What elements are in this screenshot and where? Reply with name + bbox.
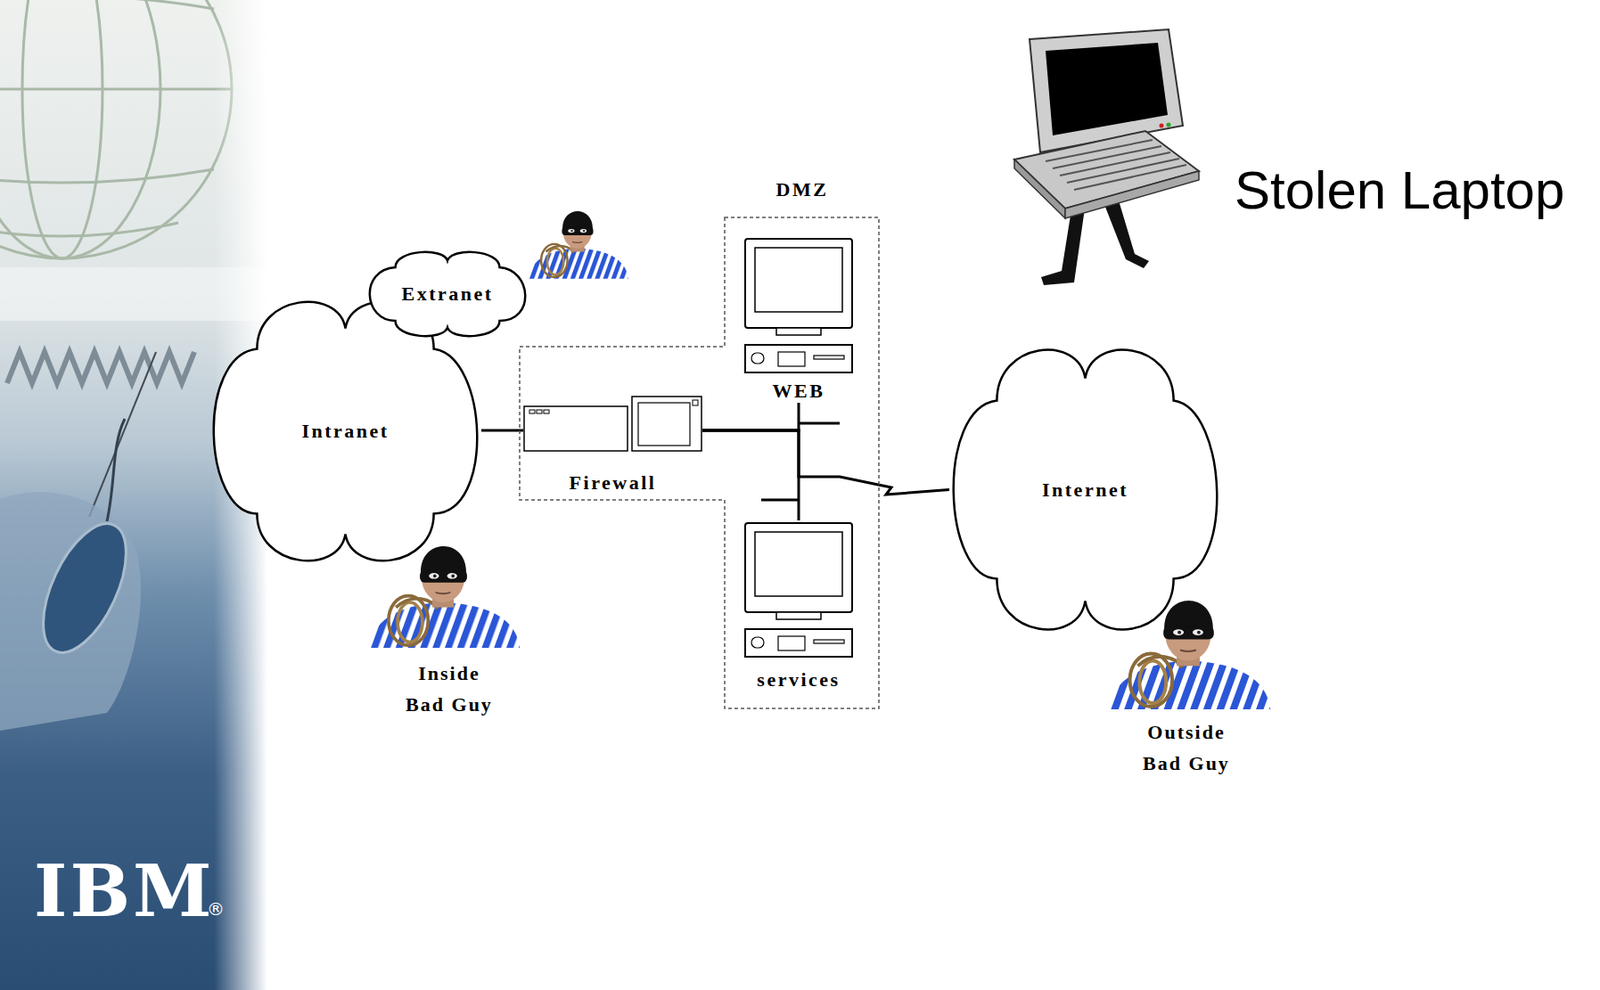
cpu-case: [745, 344, 853, 373]
network-link: [702, 430, 950, 495]
monitor-frame: [745, 523, 853, 613]
dmz-region: DMZ Firewall WEB services: [518, 174, 880, 710]
stolen-laptop-figure: [1103, 200, 1149, 269]
cpu-button: [751, 352, 764, 364]
monitor-stand: [776, 328, 821, 336]
stolen-laptop-figure: [1166, 123, 1172, 128]
firewall-led: [692, 400, 698, 406]
server-computer: services: [742, 520, 855, 692]
cpu-slot: [813, 355, 845, 360]
computer-icon: [742, 236, 855, 376]
threat-label: Outside Bad Guy: [1137, 716, 1236, 780]
device-label: services: [742, 668, 855, 692]
monitor-frame: [745, 238, 853, 329]
band-ground: [0, 0, 268, 990]
device-label: Firewall: [523, 471, 703, 495]
stolen-laptop-figure: [1029, 29, 1183, 153]
stolen-laptop-figure: [1045, 42, 1168, 136]
firewall-led: [529, 410, 535, 414]
device-label: WEB: [742, 379, 855, 403]
cpu-drive: [778, 352, 805, 367]
network-cloud: Extranet: [367, 249, 528, 339]
stolen-laptop-figure: [1074, 164, 1187, 190]
bad-guy-figure: [369, 546, 521, 649]
network-link: [481, 429, 524, 433]
monitor-screen: [754, 247, 843, 312]
cloud-outline: [213, 302, 478, 561]
network-link: [702, 402, 799, 431]
monitor-screen: [754, 532, 843, 597]
monitor-stand: [776, 612, 821, 620]
band-fade: [0, 0, 268, 990]
network-stubs: [761, 499, 799, 502]
cpu-drive: [778, 636, 805, 651]
logo-text: IBM: [33, 848, 215, 935]
region-heading: DMZ: [724, 178, 880, 202]
side-band: [0, 0, 268, 990]
firewall-led: [536, 410, 542, 414]
network-stubs: [798, 422, 840, 426]
network-cloud: Internet: [949, 341, 1222, 639]
cloud-outline: [953, 350, 1218, 631]
firewall-panel: [638, 402, 690, 446]
firewall-led: [543, 410, 550, 414]
cloud-label: Extranet: [401, 282, 493, 306]
stolen-laptop-figure: [1159, 123, 1165, 129]
cpu-case: [745, 629, 853, 657]
stolen-laptop-figure: [1014, 29, 1199, 286]
firewall-unit: [631, 396, 702, 452]
cpu-button: [751, 637, 764, 649]
server-computer: WEB: [742, 236, 855, 403]
cloud-label: Internet: [1042, 478, 1129, 502]
cloud-label: Intranet: [301, 419, 389, 444]
network-stubs: [761, 423, 840, 501]
cpu-slot: [813, 640, 845, 644]
bad-guy-figure: [528, 211, 629, 279]
threat-label: Stolen Laptop: [1234, 158, 1565, 223]
firewall-body: [524, 406, 628, 452]
firewall-icon: [523, 395, 703, 453]
stolen-laptop-figure: [1045, 139, 1187, 190]
network-link: [702, 430, 799, 521]
firewall-device: Firewall: [523, 395, 703, 495]
dashed-outline: [519, 217, 879, 709]
trademark-mark: ®: [206, 898, 225, 920]
threat-label: Inside Bad Guy: [400, 657, 499, 721]
computer-icon: [742, 520, 855, 660]
network-cloud: Intranet: [209, 294, 482, 569]
